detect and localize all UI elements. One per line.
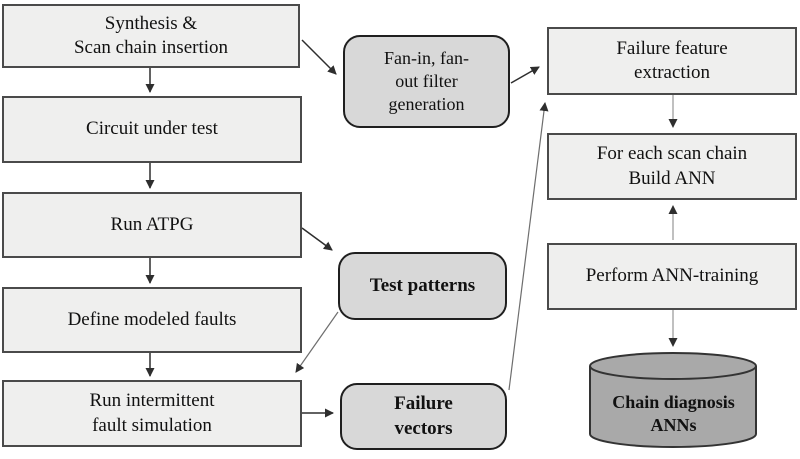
edge-failurevectors-to-extraction	[508, 102, 549, 391]
node-failure-vectors: Failure vectors	[340, 383, 507, 450]
node-run-atpg: Run ATPG	[2, 192, 302, 258]
edge-atpg-to-testpatterns	[301, 227, 333, 251]
edge-fanin-to-extraction	[510, 66, 540, 84]
node-run-intermittent-fault-simulation: Run intermittent fault simulation	[2, 380, 302, 447]
node-define-modeled-faults: Define modeled faults	[2, 287, 302, 353]
node-failure-feature-extraction: Failure feature extraction	[547, 27, 797, 95]
node-chain-diagnosis-anns: Chain diagnosis ANNs	[612, 391, 735, 435]
node-circuit-under-test: Circuit under test	[2, 96, 302, 163]
node-test-patterns: Test patterns	[338, 252, 507, 320]
node-build-ann: For each scan chain Build ANN	[547, 133, 797, 200]
node-synthesis-scan-chain-insertion: Synthesis & Scan chain insertion	[2, 4, 300, 68]
node-perform-ann-training: Perform ANN-training	[547, 243, 797, 310]
edge-synthesis-to-fanin	[301, 39, 337, 75]
node-fan-filter-generation: Fan-in, fan- out filter generation	[343, 35, 510, 128]
edge-testpatterns-to-intermittent	[295, 311, 339, 373]
